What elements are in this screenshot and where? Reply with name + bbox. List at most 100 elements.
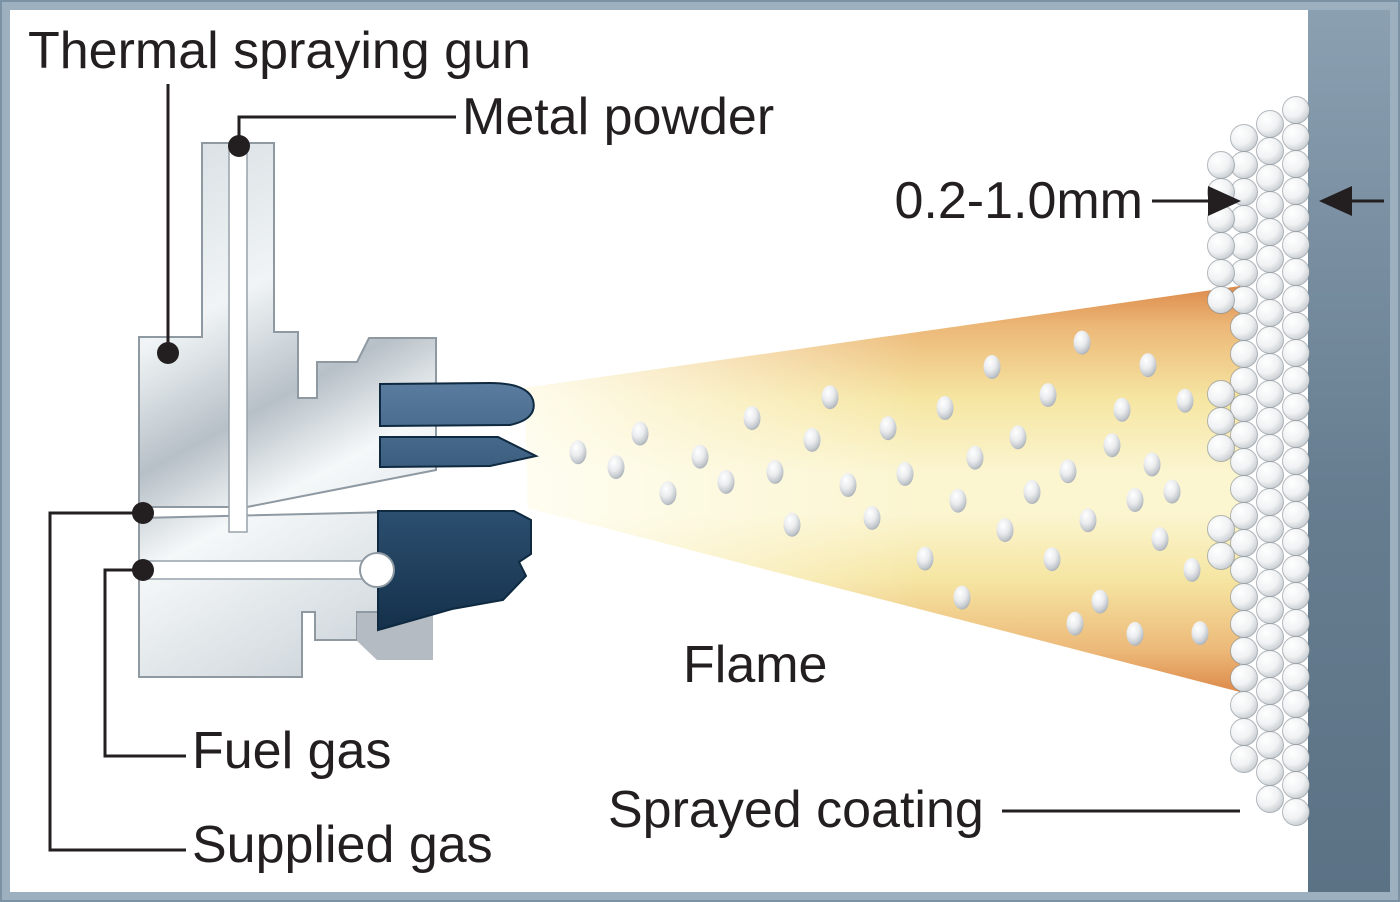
coating-sphere	[1230, 637, 1258, 665]
coating-sphere	[1256, 650, 1284, 678]
leader-dot-metal-powder	[228, 135, 250, 157]
coating-sphere	[1256, 515, 1284, 543]
substrate	[1308, 9, 1394, 893]
coating-sphere	[1256, 353, 1284, 381]
powder-particle	[879, 416, 897, 441]
powder-particle	[631, 421, 649, 446]
coating-sphere	[1282, 447, 1310, 475]
powder-particle	[1183, 557, 1201, 582]
powder-particle	[996, 518, 1014, 543]
thickness-arrow-right-head-icon	[1319, 186, 1352, 216]
coating-sphere	[1282, 555, 1310, 583]
coating-sphere	[1207, 542, 1235, 570]
coating-sphere	[1230, 340, 1258, 368]
leader-supplied-gas	[48, 511, 186, 852]
powder-particle	[863, 505, 881, 530]
coating-sphere	[1256, 407, 1284, 435]
coating-sphere	[1282, 501, 1310, 529]
powder-particle	[1176, 388, 1194, 413]
powder-particle	[1091, 589, 1109, 614]
coating-sphere	[1230, 610, 1258, 638]
coating-sphere	[1256, 569, 1284, 597]
coating-sphere	[1282, 771, 1310, 799]
coating-sphere	[1207, 434, 1235, 462]
coating-sphere	[1282, 393, 1310, 421]
powder-particle	[1009, 425, 1027, 450]
coating-sphere	[1230, 502, 1258, 530]
coating-sphere	[1282, 366, 1310, 394]
leader-dot-thermal-gun	[157, 342, 179, 364]
coating-sphere	[1282, 177, 1310, 205]
powder-particle	[1191, 621, 1209, 646]
coating-sphere	[1230, 313, 1258, 341]
nozzle-lower	[377, 510, 532, 632]
coating-sphere	[1230, 421, 1258, 449]
coating-sphere	[1207, 515, 1235, 543]
coating-sphere	[1256, 542, 1284, 570]
sprayed-coating-spheres	[1207, 96, 1310, 826]
nozzle-upper	[379, 381, 535, 428]
coating-sphere	[1230, 691, 1258, 719]
coating-sphere	[1207, 259, 1235, 287]
label-fuel-gas: Fuel gas	[192, 722, 391, 780]
powder-particle	[743, 406, 761, 431]
spray-gun	[138, 142, 539, 678]
leader-dot-supplied-gas	[132, 502, 154, 524]
powder-particle	[821, 385, 839, 410]
label-supplied-gas: Supplied gas	[192, 816, 493, 874]
powder-particle	[1079, 508, 1097, 533]
coating-sphere	[1256, 272, 1284, 300]
powder-particle	[916, 546, 934, 571]
fuel-gas-port	[359, 552, 395, 588]
coating-sphere	[1230, 529, 1258, 557]
coating-sphere	[1230, 124, 1258, 152]
label-sprayed-coating: Sprayed coating	[608, 781, 984, 839]
powder-particle	[1113, 397, 1131, 422]
coating-sphere	[1256, 731, 1284, 759]
coating-sphere	[1256, 704, 1284, 732]
coating-sphere	[1282, 690, 1310, 718]
coating-sphere	[1207, 151, 1235, 179]
gun-base-step	[357, 613, 433, 660]
powder-particle	[1143, 452, 1161, 477]
powder-particle	[717, 469, 735, 494]
metal-powder-particles	[569, 330, 1209, 646]
coating-sphere	[1282, 123, 1310, 151]
coating-sphere	[1282, 231, 1310, 259]
coating-sphere	[1282, 582, 1310, 610]
coating-sphere	[1282, 636, 1310, 664]
powder-particle	[966, 445, 984, 470]
powder-particle	[1043, 547, 1061, 572]
coating-sphere	[1282, 798, 1310, 826]
powder-particle	[803, 427, 821, 452]
coating-sphere	[1282, 285, 1310, 313]
coating-sphere	[1282, 150, 1310, 178]
coating-sphere	[1207, 407, 1235, 435]
coating-sphere	[1256, 623, 1284, 651]
thickness-arrow-left-head-icon	[1208, 186, 1241, 216]
powder-particle	[1139, 353, 1157, 378]
powder-particle	[936, 396, 954, 420]
powder-particle	[691, 444, 709, 469]
powder-particle	[569, 440, 587, 465]
coating-sphere	[1282, 717, 1310, 745]
coating-sphere	[1282, 312, 1310, 340]
coating-sphere	[1256, 380, 1284, 408]
coating-sphere	[1230, 718, 1258, 746]
coating-sphere	[1256, 299, 1284, 327]
powder-particle	[1163, 479, 1181, 504]
powder-particle	[1126, 621, 1144, 646]
powder-particle	[1103, 433, 1121, 458]
leader-fuel-gas	[103, 568, 186, 758]
powder-particle	[607, 455, 625, 480]
coating-sphere	[1256, 758, 1284, 786]
coating-sphere	[1230, 745, 1258, 773]
coating-sphere	[1230, 367, 1258, 395]
coating-sphere	[1230, 475, 1258, 503]
powder-channel	[228, 142, 248, 533]
powder-particle	[1059, 459, 1077, 484]
coating-sphere	[1282, 258, 1310, 286]
coating-sphere	[1282, 339, 1310, 367]
coating-sphere	[1282, 744, 1310, 772]
